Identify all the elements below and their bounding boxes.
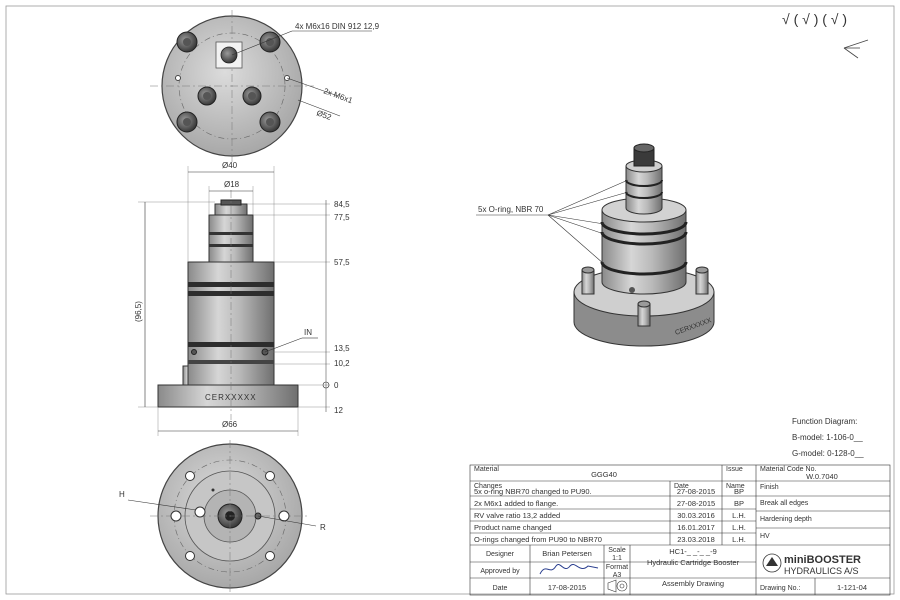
oring-note: 5x O-ring, NBR 70: [478, 205, 544, 214]
height-57-5: 57,5: [334, 258, 350, 267]
scale-label: Scale: [608, 547, 626, 554]
side-engraving: CERXXXXX: [205, 393, 257, 402]
change-date-3: 30.03.2016: [677, 511, 715, 520]
break-edges-label: Break all edges: [760, 500, 809, 507]
thread-note: 2x M6x1: [322, 86, 354, 105]
change-name-4: L.H.: [732, 523, 746, 532]
title-block: [469, 464, 891, 596]
material-code-label: Material Code No.: [760, 466, 816, 473]
date-row-label: Date: [493, 585, 508, 592]
drawing-no-value: 1-121-04: [837, 583, 867, 592]
part-name: Hydraulic Cartridge Booster: [647, 558, 740, 567]
drawing-type: Assembly Drawing: [662, 579, 724, 588]
top-view: 4x M6x16 DIN 912 12,9 2x M6x1 Ø52: [150, 10, 380, 162]
function-diagram-b-model: B-model: 1-106-0__: [792, 433, 863, 442]
material-label: Material: [474, 466, 499, 473]
material-code-value: W.0.7040: [806, 472, 838, 481]
height-13-5: 13,5: [334, 344, 350, 353]
name-col-label: Name: [726, 483, 745, 490]
hv-label: HV: [760, 533, 770, 540]
function-diagram-title: Function Diagram:: [792, 417, 857, 426]
height-10-2: 10,2: [334, 359, 350, 368]
finish-label: Finish: [760, 484, 779, 491]
iso-view: CERXXXXX 5x O-ring, NBR 70: [476, 143, 715, 347]
title-block-text: Material GGG40 Issue Material Code No. W…: [474, 466, 867, 593]
port-in-label: IN: [304, 328, 312, 337]
changes-label: Changes: [474, 483, 503, 490]
format-label: Format: [606, 564, 628, 571]
dia40-label: Ø40: [222, 161, 238, 170]
change-row-1: 5x o-ring NBR70 changed to PU90.: [474, 487, 592, 496]
dia52-label: Ø52: [315, 108, 333, 122]
height-84-5: 84,5: [334, 200, 350, 209]
change-name-3: L.H.: [732, 511, 746, 520]
height-12: 12: [334, 406, 343, 415]
hardening-label: Hardening depth: [760, 516, 812, 523]
company-line1: miniBOOSTER: [784, 554, 861, 566]
material-value: GGG40: [591, 470, 617, 479]
port-h-label: H: [119, 490, 125, 499]
change-row-2: 2x M6x1 added to flange.: [474, 499, 558, 508]
format-value: A3: [613, 572, 622, 579]
dia66-label: Ø66: [222, 420, 238, 429]
surface-finish-symbols: √ ( √ ) ( √ ): [782, 11, 847, 27]
change-date-2: 27-08-2015: [677, 499, 715, 508]
bolt-icon: [176, 31, 281, 133]
surface-mark-icon: [843, 39, 869, 59]
height-0: 0: [334, 381, 339, 390]
approved-label: Approved by: [480, 568, 520, 575]
sheet-border: [5, 5, 895, 595]
dia18-label: Ø18: [224, 180, 240, 189]
port-r-label: R: [320, 523, 326, 532]
projection-icon: [607, 579, 628, 593]
drawing-no-label: Drawing No.:: [760, 585, 801, 592]
designer-label: Designer: [486, 551, 515, 558]
height-77-5: 77,5: [334, 213, 350, 222]
change-name-1: BP: [734, 487, 744, 496]
bottom-view: H R: [119, 440, 326, 592]
part-number: HC1-_ _-_ _-9: [669, 547, 717, 556]
function-diagram-g-model: G-model: 0-128-0__: [792, 449, 864, 458]
company-logo-icon: [762, 553, 782, 573]
overall-height-label: (96,5): [134, 301, 143, 322]
date-col-label: Date: [674, 483, 689, 490]
change-row-5: O-rings changed from PU90 to NBR70: [474, 535, 602, 544]
designer-value: Brian Petersen: [542, 549, 592, 558]
change-row-3: RV valve ratio 13,2 added: [474, 511, 560, 520]
side-view: CERXXXXX Ø40 Ø18 Ø66: [134, 161, 350, 436]
change-date-4: 16.01.2017: [677, 523, 715, 532]
scale-value: 1:1: [612, 555, 622, 562]
change-date-1: 27-08-2015: [677, 487, 715, 496]
date-row-value: 17-08-2015: [548, 583, 586, 592]
change-name-2: BP: [734, 499, 744, 508]
company-line2: HYDRAULICS A/S: [784, 566, 859, 576]
change-date-5: 23.03.2018: [677, 535, 715, 544]
bolt-note: 4x M6x16 DIN 912 12,9: [295, 22, 380, 31]
change-row-4: Product name changed: [474, 523, 552, 532]
issue-label: Issue: [726, 466, 743, 473]
signature-icon: [539, 564, 599, 575]
change-name-5: L.H.: [732, 535, 746, 544]
